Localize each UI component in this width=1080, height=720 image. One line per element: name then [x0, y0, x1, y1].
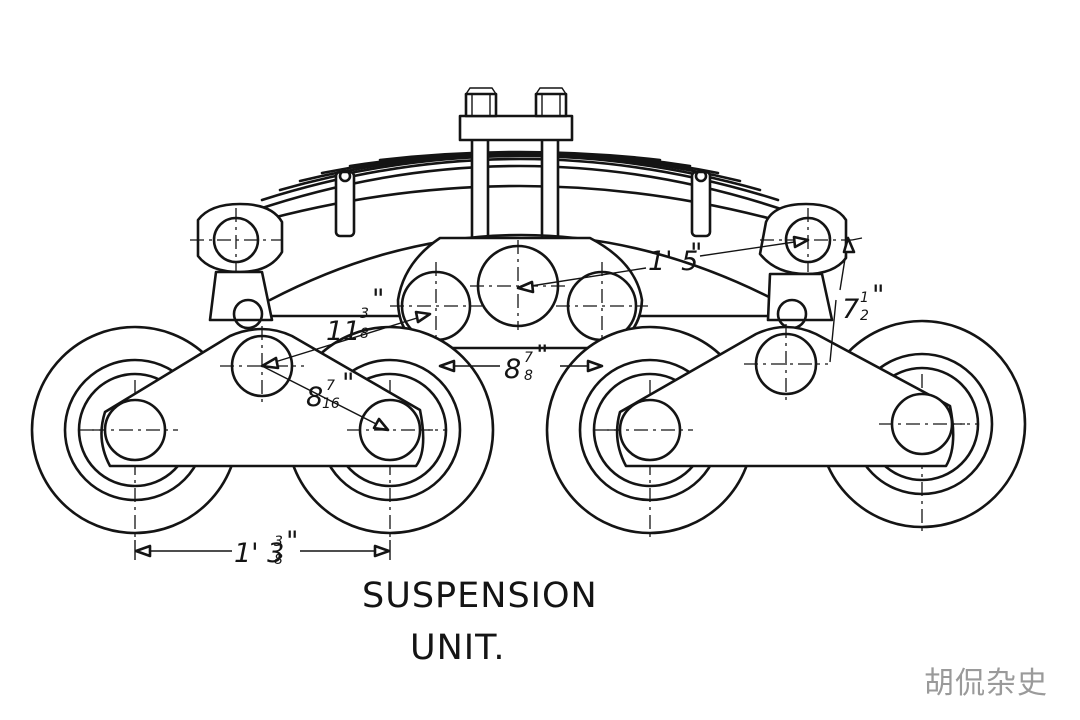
spring-clip-left: [334, 169, 356, 238]
dim-numerator: 3: [360, 306, 369, 322]
dim-unit: ": [372, 284, 384, 315]
dimension-spring-drop: 7 1 2 ": [842, 280, 884, 325]
dimension-pivot-spacing: 8 7 8 ": [504, 340, 548, 385]
spring-hanger-right: [758, 202, 852, 330]
dim-denominator: 8: [274, 552, 283, 568]
watermark: 胡侃杂史: [924, 666, 1048, 701]
dim-numerator: 7: [326, 378, 335, 394]
dimension-lines: [134, 235, 863, 560]
dim-unit: ": [342, 368, 354, 399]
spring-hanger-left: [190, 202, 284, 330]
bogie-arm-right: [607, 324, 965, 468]
dim-whole: 1' 3: [234, 538, 284, 569]
dim-whole: 7: [842, 294, 859, 325]
dimension-bogie-wheelbase: 1' 3 3 8 ": [234, 526, 298, 569]
dim-denominator: 2: [860, 308, 869, 324]
caption-title-line-2: UNIT.: [410, 628, 506, 668]
dim-whole: 8: [306, 382, 323, 413]
dim-numerator: 1: [860, 290, 869, 306]
dim-unit: ": [536, 340, 548, 371]
dim-unit: ": [872, 280, 884, 311]
spring-u-bolts: [458, 87, 574, 240]
dim-numerator: 7: [524, 350, 533, 366]
dim-whole: 1' 5: [648, 246, 698, 277]
dimension-spring-span: 1' 5 ": [648, 238, 702, 277]
dim-unit: ": [690, 238, 702, 269]
caption-title-line-1: SUSPENSION: [362, 576, 598, 616]
dim-denominator: 16: [322, 396, 340, 412]
dim-numerator: 3: [274, 534, 283, 550]
dim-denominator: 8: [524, 368, 533, 384]
dimension-arm-length: 8 7 16 ": [306, 368, 354, 413]
dim-whole: 11: [326, 316, 360, 347]
spring-clip-right: [690, 169, 712, 238]
dimension-pivot-radius: 11 3 8 ": [326, 284, 384, 347]
dim-denominator: 8: [360, 326, 369, 342]
dim-whole: 8: [504, 354, 521, 385]
center-bracket: [390, 236, 648, 352]
dim-unit: ": [286, 526, 298, 557]
